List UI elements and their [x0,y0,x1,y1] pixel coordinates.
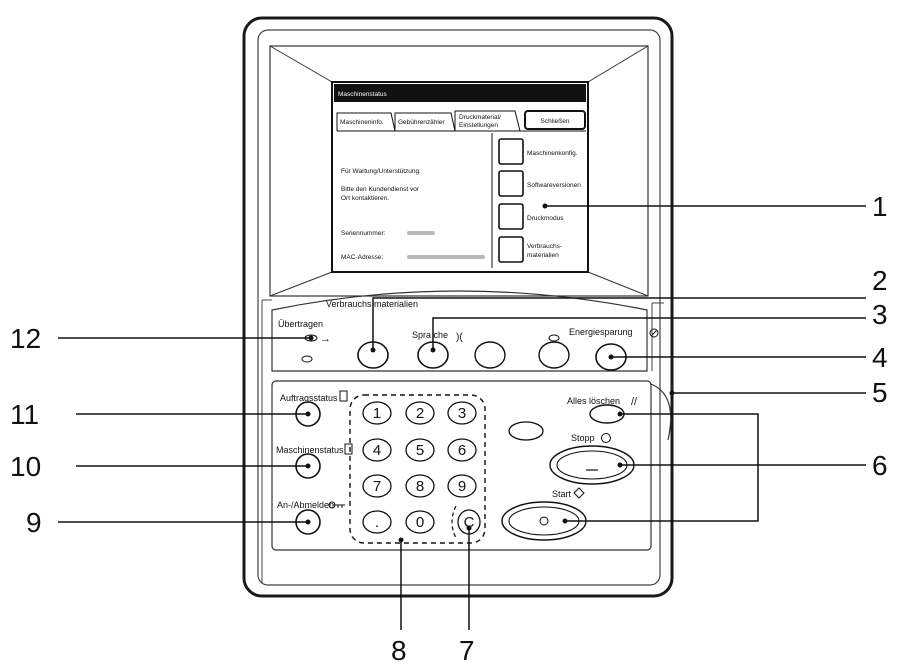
callout-5: 5 [872,377,888,408]
key-4-label: 4 [373,442,381,459]
key-2-label: 2 [416,405,424,422]
callout-2: 2 [872,265,888,296]
touch-screen: Maschinenstatus Maschineninfo. Gebührenz… [331,81,589,273]
callout-line-6b [565,413,759,522]
blank-button-1[interactable] [474,341,506,369]
key-1-label: 1 [373,405,381,422]
support-text-2: Bitte den Kundendienst vor [341,186,420,193]
device-housing-inner [257,29,661,586]
start-icon [573,487,585,499]
key-6-label: 6 [458,442,466,459]
serial-label: Seriennummer: [341,230,386,237]
tab-gebuehrenzaehler[interactable]: Gebührenzähler [398,119,445,126]
keypad: 1 2 3 4 5 6 7 8 9 . 0 [362,401,477,534]
mac-label: MAC-Adresse: [341,254,383,261]
device-housing-outer [242,16,674,598]
key-9-label: 9 [458,478,466,495]
support-text-3: Ort kontaktieren. [341,195,389,202]
key-8-label: 8 [416,478,424,495]
key-9[interactable] [447,474,477,498]
blank-button-3[interactable] [508,421,544,441]
tab-druckmaterial-line2[interactable]: Einstellungen [459,122,498,129]
key-0-label: 0 [416,514,424,531]
callout-12: 12 [10,323,41,354]
side-button-maschinenkonfig[interactable] [498,138,524,165]
callout-3: 3 [872,299,888,330]
upper-button-panel [271,290,648,372]
key-6[interactable] [447,438,477,462]
close-button[interactable] [524,110,586,130]
key-7[interactable] [362,474,392,498]
verbrauchsmaterialien-label: Verbrauchs materialien [326,299,418,309]
key-4[interactable] [362,438,392,462]
callout-lines [58,205,866,630]
callout-line-2 [372,297,866,352]
key-1[interactable] [362,401,392,425]
callout-8: 8 [391,635,407,666]
callout-11: 11 [10,399,39,430]
callout-6: 6 [872,450,888,481]
start-label: Start [552,489,572,499]
screen-header-bar [334,84,586,102]
callout-9: 9 [26,507,42,538]
side-button-verbrauchsmaterialien[interactable] [498,236,524,263]
key-7-label: 7 [373,478,381,495]
key-3[interactable] [447,401,477,425]
sprache-label: Spra che [412,330,448,340]
support-text-1: Für Wartung/Unterstützung: [341,168,421,175]
callout-line-3 [432,317,866,352]
key-dot[interactable] [362,510,392,534]
keypad-outline [349,394,486,544]
display-frame [269,45,649,297]
close-button-label: Schließen [541,118,570,125]
clear-all-icon: // [631,396,638,408]
key-5-label: 5 [416,442,424,459]
key-2[interactable] [405,401,435,425]
indicator-light-2 [548,334,560,342]
stop-icon [601,433,611,443]
maschinenstatus-icon [344,443,353,455]
key-dot-label: . [375,514,379,531]
key-3-label: 3 [458,405,466,422]
anmelden-label: An-/Abmelden [277,500,334,510]
alles-loeschen-label: Alles löschen [567,396,620,406]
side-button-softwareversionen[interactable] [498,170,524,197]
callout-4: 4 [872,342,888,373]
mac-value-blurred [407,255,485,259]
power-save-icon [649,328,659,338]
blank-button-2[interactable] [538,341,570,369]
maschinenstatus-label: Maschinenstatus [276,445,344,455]
indicator-light [301,355,313,363]
callout-1: 1 [872,191,888,222]
callout-7: 7 [459,635,475,666]
tab-druckmaterial-line1[interactable]: Druckmaterial/ [459,114,501,121]
screen-header-title: Maschinenstatus [338,91,388,98]
callout-10: 10 [10,451,41,482]
side-button-druckmodus-label: Druckmodus [527,215,564,222]
serial-value-blurred [407,231,435,235]
key-5[interactable] [405,438,435,462]
energiesparung-label: Energiesparung [569,327,633,337]
side-button-verbrauchsmaterialien-label1: Verbrauchs- [527,243,562,250]
sprache-icon: )( [456,332,463,343]
uebertragen-icon: → [320,333,331,345]
side-button-verbrauchsmaterialien-label2: materialien [527,252,559,259]
side-button-druckmodus[interactable] [498,203,524,230]
clear-key-label: C [464,514,475,531]
auftragsstatus-label: Auftragsstatus [280,393,338,403]
uebertragen-label: Übertragen [278,319,323,329]
side-button-maschinenkonfig-label: Maschinenkonfig. [527,150,578,157]
auftragsstatus-icon [339,390,348,402]
key-0[interactable] [405,510,435,534]
tab-maschineninfo[interactable]: Maschineninfo. [340,119,384,126]
stopp-label: Stopp [571,433,595,443]
side-button-softwareversionen-label: Softwareversionen [527,182,581,189]
key-8[interactable] [405,474,435,498]
